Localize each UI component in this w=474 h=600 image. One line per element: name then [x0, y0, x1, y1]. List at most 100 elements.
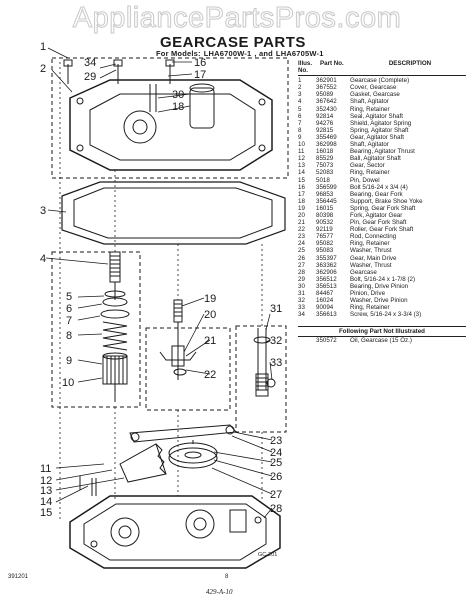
description-cell: Support, Brake Shoe Yoke — [350, 197, 423, 205]
footer-handwritten-note: 429-A-10 — [206, 588, 233, 596]
illus-no-cell: 22 — [298, 226, 305, 234]
illus-no-cell: 17 — [298, 190, 305, 198]
part-no-cell: 362901 — [316, 77, 337, 85]
description-cell: Oil, Gearcase (15 Oz.) — [350, 337, 412, 345]
callout-15: 15 — [40, 507, 52, 519]
part-no-cell: 75073 — [316, 162, 334, 170]
illus-no-cell: 27 — [298, 261, 305, 269]
part-no-cell: 356613 — [316, 311, 337, 319]
illus-no-cell: 33 — [298, 304, 305, 312]
main-drive-gear-shape — [168, 442, 218, 464]
callout-26: 26 — [270, 471, 282, 483]
illus-no-cell: 12 — [298, 155, 305, 163]
illus-no-cell: 29 — [298, 275, 305, 283]
part-no-cell: 356599 — [316, 183, 337, 191]
description-cell: Pinion, Drive — [350, 290, 386, 297]
diagram-code: GC-201 — [258, 552, 278, 558]
callout-10: 10 — [62, 377, 74, 389]
part-no-cell: 92815 — [316, 126, 334, 134]
part-no-cell: 80398 — [316, 211, 334, 219]
callout-7: 7 — [66, 315, 72, 327]
description-cell: Gearcase (Complete) — [350, 77, 410, 85]
description-cell: Roller, Gear Fork Shaft — [350, 226, 414, 234]
part-no-cell: 356512 — [316, 275, 337, 283]
callout-17: 17 — [194, 69, 206, 81]
callout-27: 27 — [270, 489, 282, 501]
description-cell: Spring, Gear Fork Shaft — [350, 204, 416, 212]
not-illustrated-heading: Following Part Not Illustrated — [298, 326, 466, 338]
footer-left-code: 391201 — [8, 574, 29, 580]
description-cell: Ring, Retainer — [350, 169, 390, 177]
parts-table-header: Illus. No. Part No. DESCRIPTION — [298, 60, 466, 77]
callout-13: 13 — [40, 485, 52, 497]
table-row: 20 80398 Fork, Agitator Gear — [298, 212, 466, 219]
description-cell: Gear, Main Drive — [350, 254, 397, 262]
description-cell: Gasket, Gearcase — [350, 91, 400, 99]
callout-28: 28 — [270, 503, 282, 515]
table-row: 10 362998 Shaft, Agitator — [298, 141, 466, 148]
description-cell: Gear, Sector — [350, 162, 385, 170]
part-no-cell: 95083 — [316, 247, 334, 255]
illus-no-cell: 16 — [298, 183, 305, 191]
subtitle-prefix: For Models: — [156, 49, 201, 58]
description-cell: Pin, Gear Fork Shaft — [350, 219, 407, 227]
part-no-cell: 362998 — [316, 141, 337, 149]
part-no-cell: 90094 — [316, 304, 334, 312]
description-cell: Spring, Agitator Shaft — [350, 126, 409, 134]
callout-labels: 1 2 34 29 16 17 30 18 3 4 5 6 7 8 9 10 1… — [40, 41, 282, 519]
part-no-cell: 16015 — [316, 204, 334, 212]
callout-12: 12 — [40, 475, 52, 487]
gear-fork-group-box — [145, 327, 231, 411]
description-cell: Rod, Connecting — [350, 233, 397, 241]
gearcase-cover-shape — [69, 79, 273, 171]
header-part-no: Part No. — [320, 60, 344, 67]
callout-32: 32 — [270, 335, 282, 347]
description-cell: Fork, Agitator Gear — [350, 211, 403, 219]
part-no-cell: 76577 — [316, 233, 334, 241]
illus-no-cell: 8 — [298, 126, 302, 134]
illus-no-cell: 6 — [298, 112, 302, 120]
description-cell: Bearing, Drive Pinion — [350, 282, 409, 290]
illus-no-cell: 24 — [298, 240, 305, 248]
callout-14: 14 — [40, 496, 52, 508]
gasket-shape — [61, 181, 286, 245]
illus-no-cell: 20 — [298, 211, 305, 219]
callout-33: 33 — [270, 357, 282, 369]
subtitle-joiner: , and — [254, 49, 273, 58]
callout-31: 31 — [270, 303, 282, 315]
illus-no-cell: 25 — [298, 247, 305, 255]
description-cell: Washer, Thrust — [350, 261, 392, 269]
illus-no-cell: 23 — [298, 233, 305, 241]
header-illus-no: Illus. No. — [298, 60, 313, 75]
illus-no-cell: 10 — [298, 141, 305, 149]
part-no-cell: 355397 — [316, 254, 337, 262]
callout-20: 20 — [204, 309, 216, 321]
illus-no-cell: 9 — [298, 133, 302, 141]
part-no-cell: 95089 — [316, 91, 334, 99]
illus-no-cell — [298, 337, 316, 344]
callout-1: 1 — [40, 41, 46, 53]
callout-9: 9 — [66, 355, 72, 367]
illus-no-cell: 7 — [298, 119, 302, 127]
part-no-cell: 16018 — [316, 148, 334, 156]
illus-no-cell: 18 — [298, 197, 305, 205]
part-no-cell: 356445 — [316, 197, 337, 205]
description-cell: Washer, Thrust — [350, 247, 392, 255]
description-cell: Shaft, Agitator — [350, 141, 389, 149]
